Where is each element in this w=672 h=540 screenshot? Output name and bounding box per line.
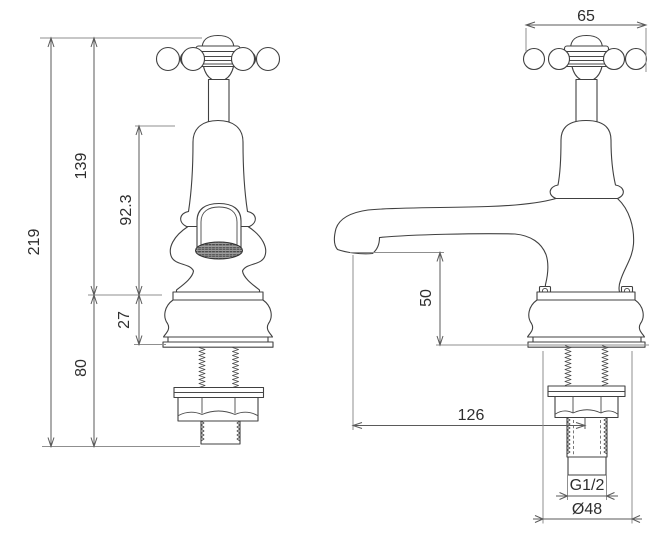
shank-tail-thread-left [200,420,205,442]
handle-ball-outer-right-side [624,47,648,71]
backnut-hex-side [554,395,619,419]
dim-label-shank-below: 80 [73,359,90,377]
arrowhead [559,492,615,500]
dim-label-body-height: 92.3 [118,194,135,225]
thread-strip-right [232,347,239,388]
base-skirt-front [162,299,274,338]
arrowhead [436,250,444,347]
backnut-facets-front [178,397,258,416]
front-view [155,34,281,445]
base-skirt-side [526,299,646,338]
base-band-side [536,291,636,301]
shank-tail-thread-right-side [603,417,608,455]
base-band-front [172,291,264,301]
bell-housing-front [180,119,256,228]
bell-housing-side [549,119,624,200]
handle-ball-outer-left-side [522,47,546,71]
spout-window-inner-line [200,206,238,248]
handle-ball-inner-left-side [547,47,571,71]
dim-label-spout-reach: 126 [458,407,485,424]
handle-ball-outer-right [255,46,281,72]
arrowhead [90,293,98,449]
handle-ball-inner-right-side [602,47,626,71]
arrowhead [135,293,143,347]
handle-stem-side [575,78,598,123]
cross-handle-side [522,34,648,123]
thread-strip-left [198,347,206,388]
dim-label-spout-clearance: 50 [418,289,435,307]
dim-label-handle-to-skirt: 139 [73,153,90,180]
aerator [195,241,243,260]
dimensions-front: 219 139 80 92.3 27 [26,36,202,449]
thread-strip-left-side [564,345,572,386]
shank-tail-front [200,420,241,445]
arrowhead [534,515,641,523]
shank-tail-thread-left-side [566,417,571,455]
shank-tail-threaded-side [566,416,608,458]
handle-hub-taper [202,65,235,81]
dim-label-overall-height: 219 [26,229,43,256]
handle-ball-inner-left [180,46,206,72]
backnut-hex-front [177,396,259,422]
shank-tail-thread-right [236,420,241,442]
base-plate-upper-front [167,336,269,343]
threaded-shank-front [173,347,265,445]
cross-handle-front [155,34,281,123]
body-and-spout-side [333,197,635,293]
thread-strip-right-side [601,345,609,386]
dim-label-handle-width: 65 [577,8,595,25]
spout-window-outline [196,202,242,249]
arrowhead [47,36,55,449]
arrowhead [524,21,648,29]
dim-label-base-diameter: Ø48 [572,501,602,518]
side-view [333,34,648,476]
threaded-shank-side [547,345,626,476]
handle-ball-inner-right [230,46,256,72]
dim-label-skirt-height: 27 [116,311,133,329]
backnut-facets-side [555,396,618,415]
base-plate-lower-front [162,341,274,348]
handle-ball-outer-left [155,46,181,72]
handle-stem [207,78,230,123]
base-plate-upper-side [532,336,642,343]
dimensions-side: 65 50 126 G1/2 Ø48 [350,8,649,524]
shank-tail-smooth-side [567,456,607,476]
handle-hub-taper-side [571,65,603,81]
dim-label-thread-size: G1/2 [570,477,605,494]
